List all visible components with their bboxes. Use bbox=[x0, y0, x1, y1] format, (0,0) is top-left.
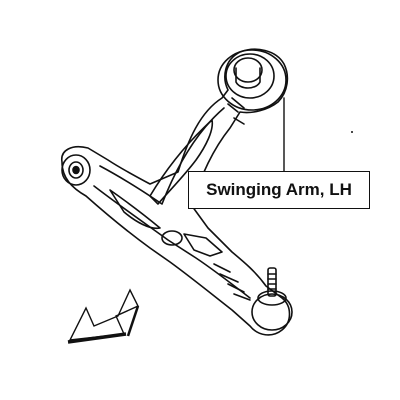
lower-slot-3 bbox=[227, 283, 245, 293]
front-bushing-core bbox=[72, 165, 80, 175]
lower-slot-1 bbox=[213, 263, 231, 273]
front-bushing-inner bbox=[68, 161, 84, 179]
direction-arrow bbox=[67, 288, 140, 344]
upper-slot-3 bbox=[233, 117, 245, 125]
mark-dot bbox=[351, 131, 353, 133]
lower-slot-2 bbox=[219, 273, 239, 283]
mid-bracket bbox=[183, 233, 223, 257]
rear-bushing-sleeve bbox=[235, 67, 261, 89]
arm-lower-recess bbox=[109, 189, 161, 230]
lower-slot-4 bbox=[233, 293, 251, 301]
rear-bushing-ring bbox=[225, 53, 275, 99]
rear-bushing-inner bbox=[233, 57, 263, 83]
mid-boss bbox=[161, 230, 183, 246]
ball-joint-housing bbox=[251, 293, 293, 331]
upper-slot-1 bbox=[227, 103, 239, 113]
arm-lower-rib bbox=[93, 185, 251, 299]
part-label: Swinging Arm, LH bbox=[206, 180, 352, 199]
ball-joint-cup bbox=[257, 290, 287, 306]
part-label-box: Swinging Arm, LH bbox=[188, 171, 370, 209]
arm-inner-recess bbox=[149, 119, 214, 205]
ball-joint-stud bbox=[267, 267, 277, 297]
front-bushing-outer bbox=[61, 154, 91, 186]
upper-slot-2 bbox=[231, 97, 245, 109]
rear-bushing-outer bbox=[217, 49, 287, 111]
arm-upper-rib bbox=[99, 107, 225, 205]
